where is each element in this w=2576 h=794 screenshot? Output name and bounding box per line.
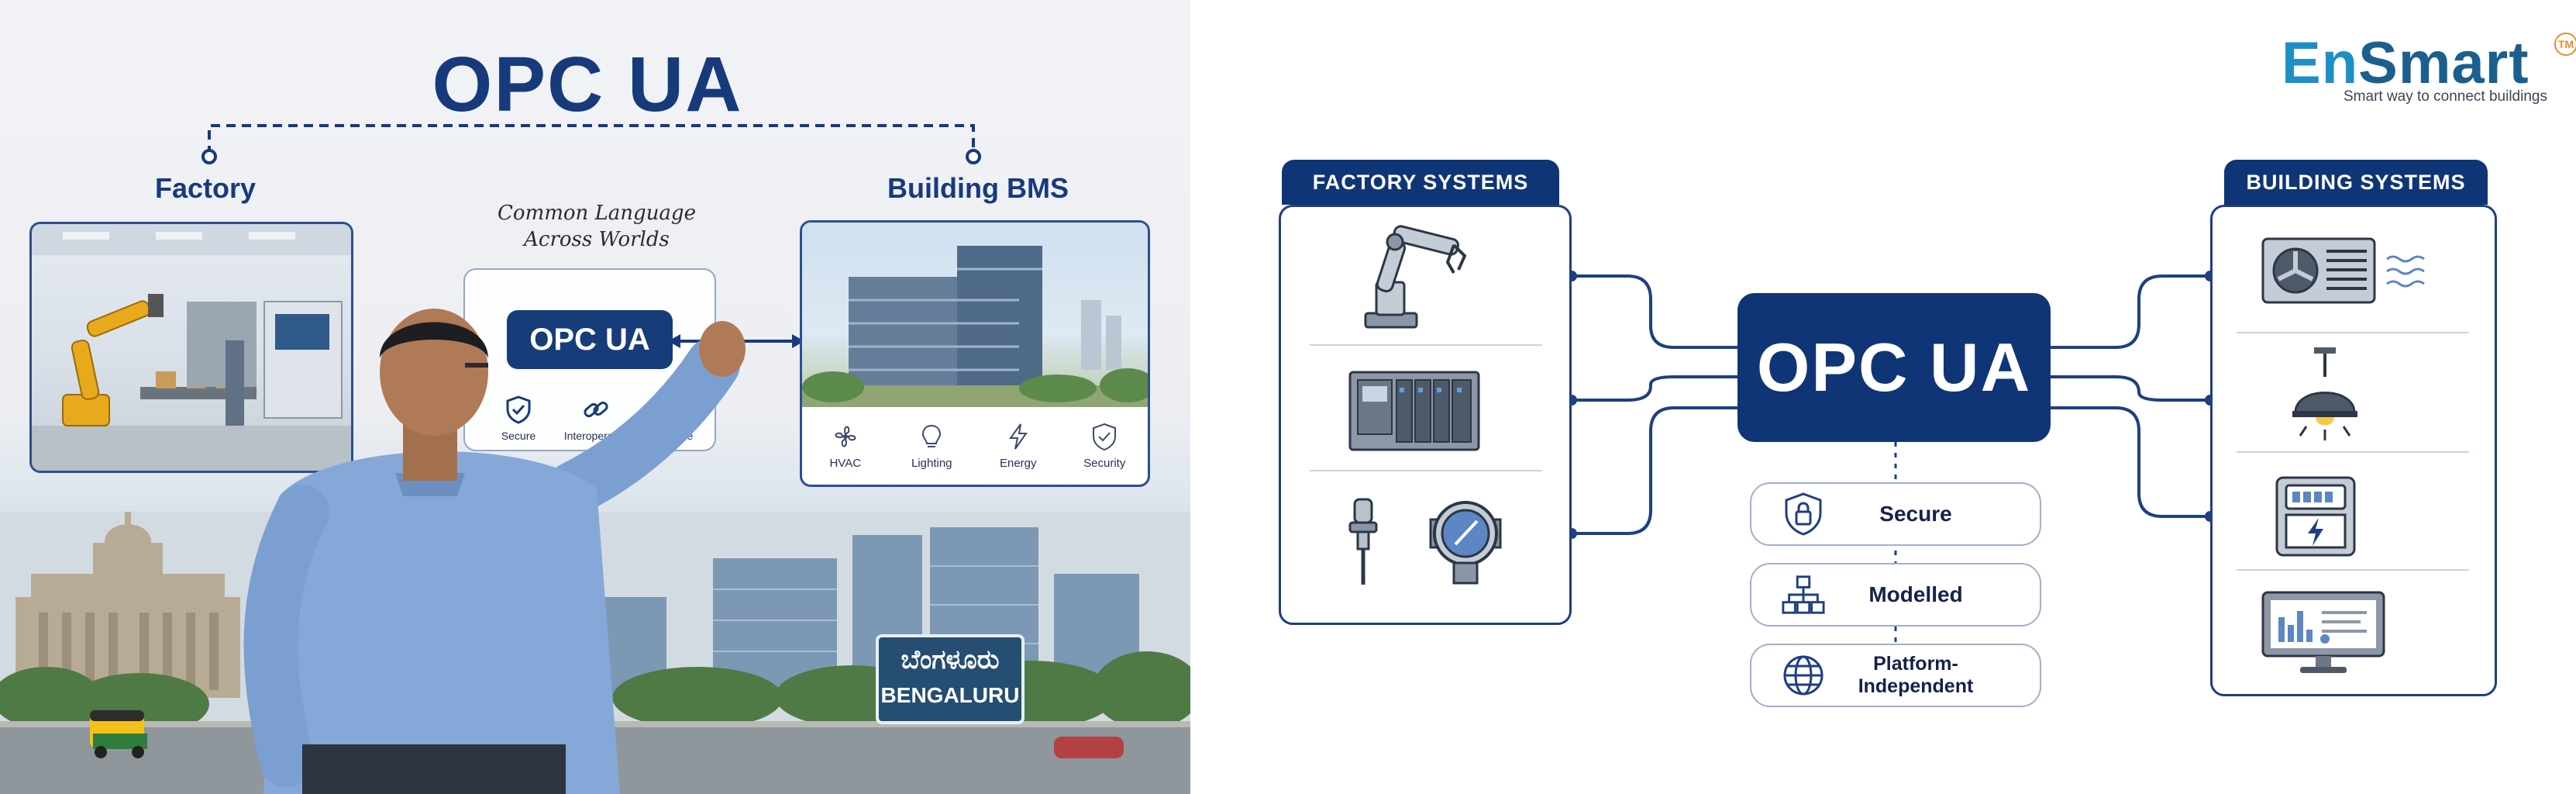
- bms-dot: [966, 149, 981, 164]
- pill-icon-wrap: [1781, 492, 1826, 537]
- sensor-icon: [1348, 498, 1378, 585]
- bulb-icon: [922, 424, 942, 447]
- left-photo-panel: ಬೆಂಗಳೂರು BENGALURU OPC UA Factory Buildi…: [0, 0, 1190, 794]
- plc-rack-icon: [1348, 371, 1480, 451]
- logo-wordmark: EnSmart: [2282, 29, 2576, 97]
- building-divider: [2237, 332, 2469, 333]
- chain-link-icon: [584, 401, 608, 418]
- pill-secure: Secure: [1750, 482, 2041, 546]
- bms-icon-label: HVAC: [829, 457, 862, 470]
- badge-label: Secure: [501, 430, 536, 442]
- opc-ua-badge: OPC UA: [507, 310, 673, 369]
- globe-icon: [1783, 655, 1824, 696]
- sign-english-text: BENGALURU: [880, 683, 1020, 707]
- bengaluru-sign: ಬೆಂಗಳೂರು BENGALURU: [876, 634, 1025, 724]
- logo-tagline: Smart way to connect buildings: [2344, 88, 2547, 105]
- ceiling-lamp-icon: [2292, 347, 2357, 440]
- caption-line-2: Across Worlds: [524, 228, 670, 251]
- ensmart-logo: EnSmart TM Smart way to connect building…: [2282, 29, 2576, 105]
- bms-icon-label: Security: [1083, 457, 1126, 470]
- bms-icon-label: Energy: [999, 457, 1037, 470]
- building-divider: [2237, 569, 2469, 571]
- shield-check-icon: [1093, 423, 1117, 451]
- robot-arm-icon: [1364, 225, 1467, 329]
- factory-dot: [201, 149, 217, 164]
- bms-security: Security: [1066, 421, 1143, 470]
- common-language-caption: Common Language Across Worlds: [473, 200, 721, 253]
- pill-label: Platform-Independent: [1858, 653, 1974, 697]
- factory-label: Factory: [155, 172, 257, 204]
- bms-energy: Energy: [980, 421, 1057, 470]
- trademark-badge: TM: [2554, 33, 2576, 56]
- bms-icon-row: HVAC Lighting Energy Security: [802, 407, 1148, 485]
- sign-kannada-text: ಬೆಂಗಳೂರು: [901, 645, 1000, 675]
- factory-divider: [1310, 344, 1542, 346]
- bms-lighting: Lighting: [893, 421, 970, 470]
- bms-icon-label: Lighting: [911, 457, 952, 470]
- factory-divider: [1310, 470, 1542, 471]
- pill-modelled: Modelled: [1750, 563, 2041, 627]
- building-systems-header: BUILDING SYSTEMS: [2224, 160, 2488, 205]
- hvac-unit-icon: [2261, 237, 2425, 304]
- title-bracket: [208, 124, 975, 155]
- pill-label: Secure: [1879, 502, 1952, 526]
- dashboard-monitor-icon: [2261, 591, 2385, 673]
- pill-icon-wrap: [1781, 572, 1826, 617]
- bms-label: Building BMS: [887, 172, 1069, 204]
- building-photo: [802, 223, 1148, 407]
- building-bms-card: HVAC Lighting Energy Security: [800, 220, 1150, 487]
- hierarchy-icon: [1782, 575, 1825, 614]
- factory-illustration: [32, 224, 351, 471]
- pill-label: Modelled: [1868, 582, 1963, 606]
- lock-shield-icon: [1785, 492, 1822, 536]
- building-divider: [2237, 451, 2469, 453]
- caption-line-1: Common Language: [498, 202, 696, 225]
- pressure-gauge-icon: [1429, 501, 1502, 585]
- fan-icon: [835, 426, 856, 447]
- factory-systems-header: FACTORY SYSTEMS: [1282, 160, 1559, 205]
- factory-photo: [29, 222, 353, 473]
- building-illustration: [802, 246, 1148, 407]
- shield-check-icon: [506, 395, 531, 424]
- badge-secure: Secure: [484, 394, 553, 442]
- opc-ua-center-block: OPC UA: [1737, 293, 2051, 442]
- bolt-icon: [1008, 423, 1028, 450]
- presenter-person: [243, 309, 746, 794]
- energy-meter-icon: [2275, 476, 2356, 557]
- logo-smart: Smart: [2358, 30, 2530, 96]
- pill-icon-wrap: [1781, 653, 1826, 698]
- bms-hvac: HVAC: [807, 421, 884, 470]
- page-title: OPC UA: [432, 41, 743, 128]
- pill-platform-independent: Platform-Independent: [1750, 644, 2041, 707]
- logo-en: En: [2282, 30, 2359, 96]
